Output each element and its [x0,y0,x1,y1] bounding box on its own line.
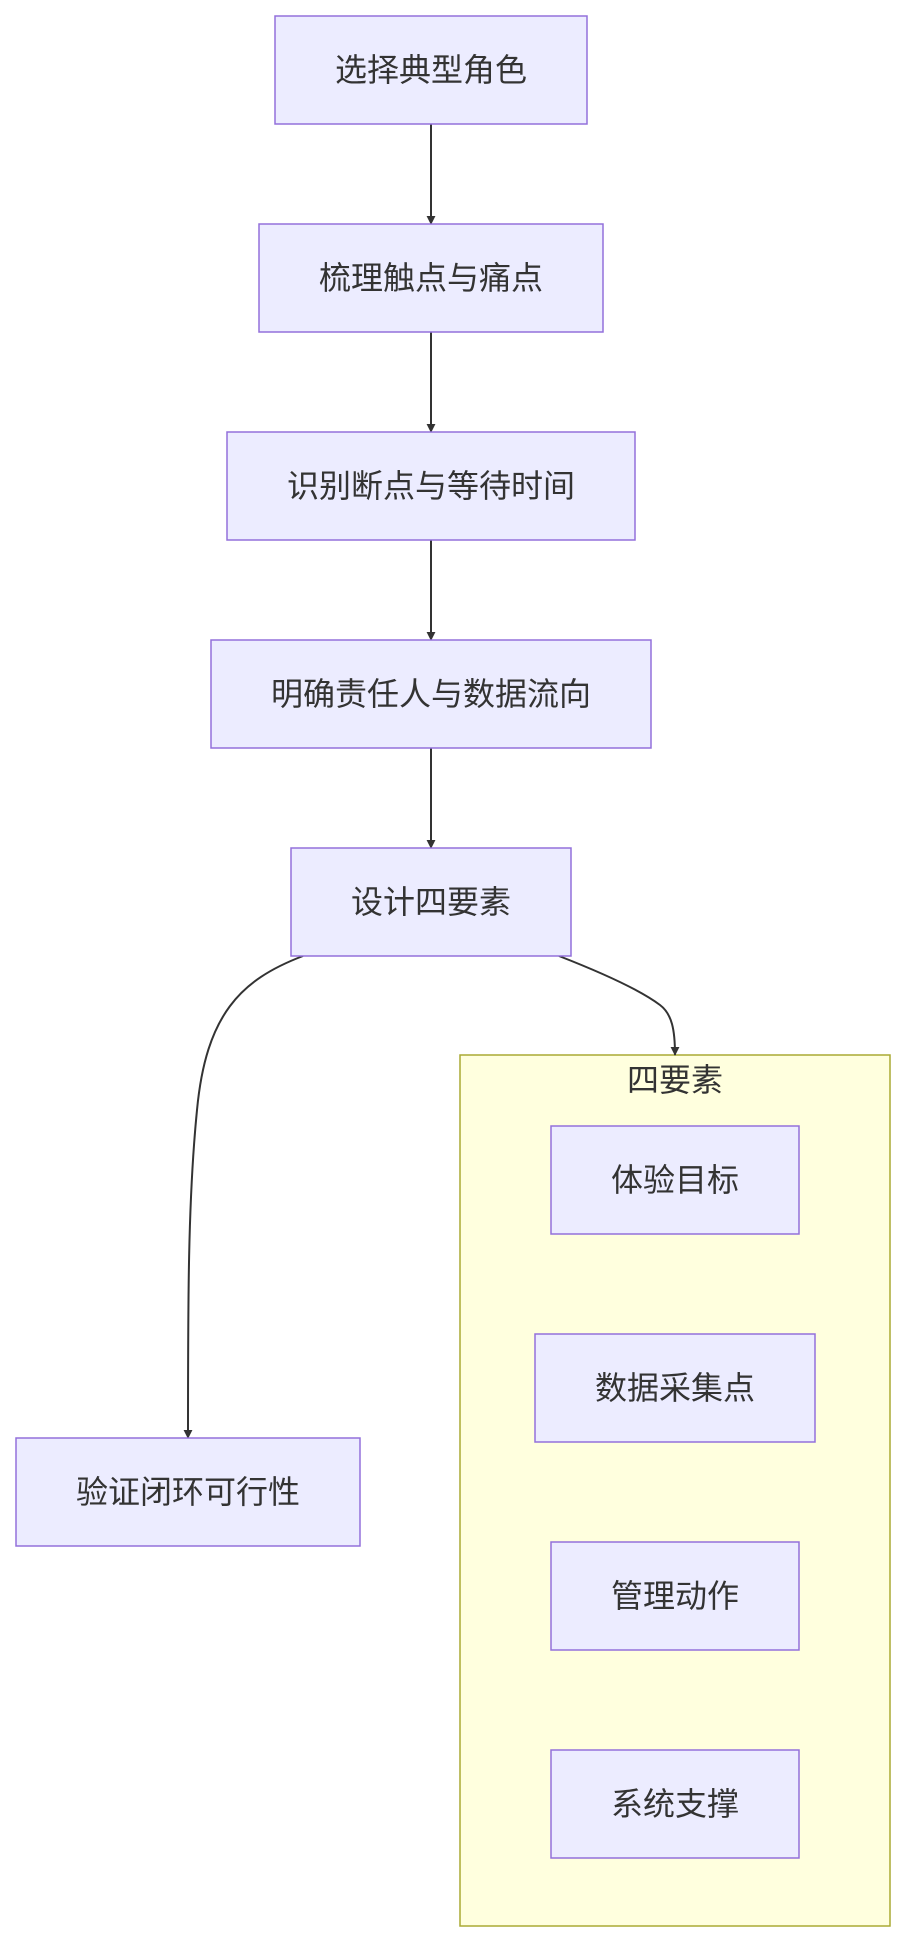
node-box [550,1125,800,1235]
node-label: 识别断点与等待时间 [287,467,575,505]
node-box [15,1437,361,1547]
node-box [550,1541,800,1651]
node-data-points[interactable]: 数据采集点 [534,1333,816,1443]
node-experience-goal[interactable]: 体验目标 [550,1125,800,1235]
node-box [550,1749,800,1859]
cluster-title: 四要素 [627,1061,723,1099]
node-box [290,847,572,957]
node-validate[interactable]: 验证闭环可行性 [15,1437,361,1547]
node-box [226,431,636,541]
node-box [534,1333,816,1443]
node-owner-dataflow[interactable]: 明确责任人与数据流向 [210,639,652,749]
node-label: 选择典型角色 [335,51,527,89]
node-box [210,639,652,749]
node-label: 验证闭环可行性 [76,1473,300,1511]
edge-design-to-validate [183,955,304,1439]
node-select-role[interactable]: 选择典型角色 [274,15,588,125]
node-system-support[interactable]: 系统支撑 [550,1749,800,1859]
node-box [274,15,588,125]
node-mgmt-action[interactable]: 管理动作 [550,1541,800,1651]
node-label: 管理动作 [611,1577,739,1615]
node-label: 数据采集点 [595,1369,755,1407]
node-touchpoints[interactable]: 梳理触点与痛点 [258,223,604,333]
edge-design-to-cluster [558,955,680,1056]
node-label: 明确责任人与数据流向 [271,675,591,713]
node-label: 梳理触点与痛点 [319,259,543,297]
node-design-four[interactable]: 设计四要素 [290,847,572,957]
node-label: 系统支撑 [611,1785,739,1823]
node-box [258,223,604,333]
node-label: 设计四要素 [351,883,511,921]
edges [183,124,680,1439]
node-label: 体验目标 [611,1161,739,1199]
node-breakpoints[interactable]: 识别断点与等待时间 [226,431,636,541]
